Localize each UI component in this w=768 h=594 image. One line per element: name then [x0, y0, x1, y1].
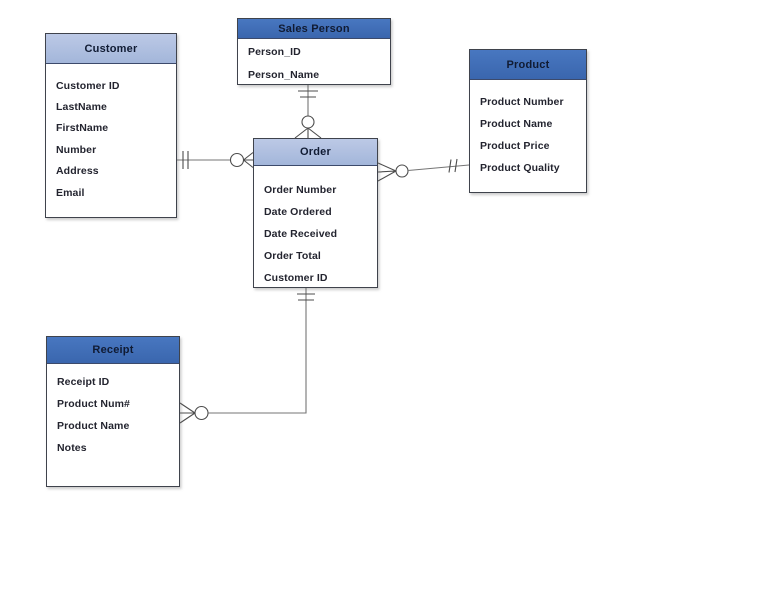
entity-sales-person-header: Sales Person: [238, 19, 390, 39]
entity-order-header: Order: [254, 139, 377, 166]
field-order-number: Order Number: [264, 184, 337, 196]
field-product-quality: Product Quality: [480, 162, 560, 174]
crow-foot-icon: [377, 162, 397, 182]
zero-ring-icon: [395, 164, 409, 178]
field-email: Email: [56, 186, 85, 199]
entity-sales-person-title: Sales Person: [278, 22, 350, 35]
field-notes: Notes: [57, 442, 87, 454]
crow-foot-icon: [179, 402, 196, 424]
field-lastname: LastName: [56, 101, 107, 114]
zero-ring-icon: [229, 152, 245, 168]
field-receipt-id: Receipt ID: [57, 376, 110, 388]
field-product-number: Product Number: [480, 96, 564, 108]
entity-receipt[interactable]: Receipt Receipt ID Product Num# Product …: [46, 336, 180, 487]
entity-customer[interactable]: Customer Customer ID LastName FirstName …: [45, 33, 177, 218]
field-date-received: Date Received: [264, 228, 338, 240]
one-and-only-one-tick-icon: [298, 90, 318, 98]
entity-sales-person-fields: Person_ID Person_Name: [238, 39, 390, 86]
field-customer-id: Customer ID: [56, 79, 120, 92]
one-and-only-one-tick-icon: [182, 151, 189, 169]
connector-line: [407, 164, 470, 172]
field-firstname: FirstName: [56, 122, 109, 135]
connector-salesperson-order[interactable]: [294, 85, 322, 139]
crow-foot-icon: [294, 127, 322, 139]
entity-customer-header: Customer: [46, 34, 176, 64]
field-product-name: Product Name: [480, 118, 553, 130]
field-date-ordered: Date Ordered: [264, 206, 332, 218]
entity-order-fields: Order Number Date Ordered Date Received …: [254, 166, 377, 289]
connector-order-product[interactable]: [377, 158, 470, 182]
field-receipt-product-name: Product Name: [57, 420, 130, 432]
one-and-only-one-tick-icon: [297, 293, 315, 301]
entity-receipt-fields: Receipt ID Product Num# Product Name Not…: [47, 364, 179, 486]
entity-order[interactable]: Order Order Number Date Ordered Date Rec…: [253, 138, 378, 288]
entity-product-fields: Product Number Product Name Product Pric…: [470, 80, 586, 192]
zero-ring-icon: [301, 115, 315, 129]
connector-order-receipt[interactable]: [179, 288, 315, 424]
entity-product[interactable]: Product Product Number Product Name Prod…: [469, 49, 587, 193]
zero-ring-icon: [194, 405, 209, 421]
entity-product-header: Product: [470, 50, 586, 80]
field-number: Number: [56, 143, 97, 156]
one-and-only-one-tick-icon: [448, 158, 458, 173]
crow-foot-icon: [243, 152, 254, 168]
entity-sales-person[interactable]: Sales Person Person_ID Person_Name: [237, 18, 391, 85]
entity-product-title: Product: [506, 58, 550, 71]
field-receipt-product-num: Product Num#: [57, 398, 130, 410]
field-order-total: Order Total: [264, 250, 321, 262]
field-product-price: Product Price: [480, 140, 550, 152]
entity-customer-fields: Customer ID LastName FirstName Number Ad…: [46, 64, 176, 217]
entity-receipt-header: Receipt: [47, 337, 179, 364]
entity-customer-title: Customer: [84, 42, 138, 55]
field-person-id: Person_ID: [248, 45, 301, 58]
entity-order-title: Order: [300, 146, 331, 158]
connector-customer-order[interactable]: [177, 151, 254, 169]
connector-line: [208, 288, 307, 414]
entity-receipt-title: Receipt: [92, 344, 134, 356]
field-address: Address: [56, 165, 99, 178]
field-order-customer-id: Customer ID: [264, 272, 328, 284]
field-person-name: Person_Name: [248, 68, 320, 81]
